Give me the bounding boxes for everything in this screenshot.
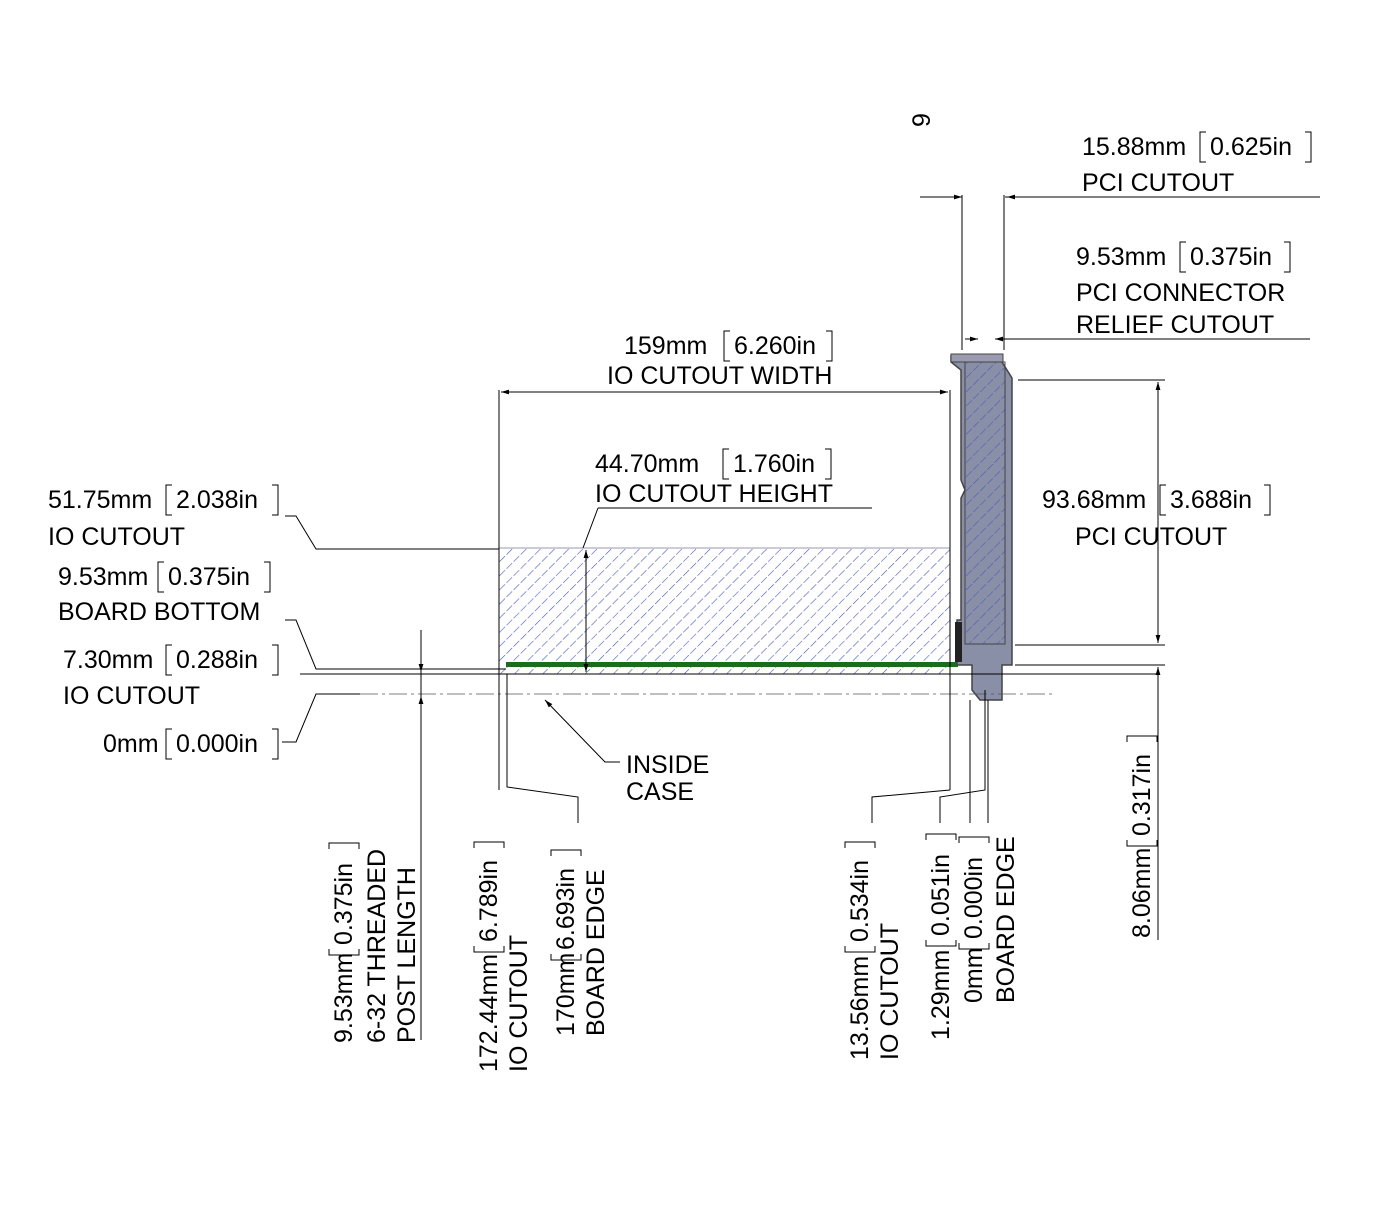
io-left-mm: 51.75mm [48,486,152,514]
board-edge-far-in: 6.693in [552,868,580,950]
bottom-offset-in: 0.317in [1128,754,1156,836]
post-mm: 9.53mm [330,953,358,1043]
board [506,662,958,667]
pci-cutout-top-in: 0.625in [1210,133,1292,161]
io-near-mm: 13.56mm [846,956,874,1060]
io-near-in: 0.534in [846,860,874,942]
zero-ref-in: 0.000in [176,730,258,758]
pci-relief-in: 0.375in [1190,243,1272,271]
io-far-mm: 172.44mm [475,954,503,1072]
board-bottom-label: BOARD BOTTOM [58,598,260,626]
pci-right-in: 3.688in [1170,486,1252,514]
io-near-label: IO CUTOUT [876,923,904,1060]
pci-right-mm: 93.68mm [1042,486,1146,514]
pci-right-label: PCI CUTOUT [1075,523,1227,551]
pci-relief-label2: RELIEF CUTOUT [1076,311,1274,339]
io-width-mm: 159mm [624,332,707,360]
board-edge-zero-mm: 0mm [960,947,988,1003]
pci-relief-label1: PCI CONNECTOR [1076,279,1285,307]
board-bottom-mm: 9.53mm [58,563,148,591]
io-width-label: IO CUTOUT WIDTH [607,362,832,390]
io-width-in: 6.260in [734,332,816,360]
io-left-in: 2.038in [176,486,258,514]
io-low-in: 0.288in [176,646,258,674]
board-edge-zero-label: BOARD EDGE [992,836,1020,1003]
board-bottom-in: 0.375in [168,563,250,591]
io-height-in: 1.760in [733,450,815,478]
bottom-offset-mm: 8.06mm [1128,848,1156,938]
offset-small-in: 0.051in [927,854,955,936]
pci-cutout-top-mm: 15.88mm [1082,133,1186,161]
inside-case-line1: INSIDE [626,751,709,779]
io-cutout-area [498,547,951,675]
board-edge-zero-in: 0.000in [960,857,988,939]
offset-small-mm: 1.29mm [927,950,955,1040]
pci-cutout-top-label: PCI CUTOUT [1082,169,1234,197]
io-left-label: IO CUTOUT [48,523,185,551]
pci-relief-mm: 9.53mm [1076,243,1166,271]
io-low-mm: 7.30mm [63,646,153,674]
inside-case-line2: CASE [626,778,694,806]
io-far-label: IO CUTOUT [505,935,533,1072]
board-edge-far-label: BOARD EDGE [582,869,610,1036]
io-height-label: IO CUTOUT HEIGHT [595,480,833,508]
post-label2: POST LENGTH [393,867,421,1043]
io-height-mm: 44.70mm [595,450,699,478]
post-in: 0.375in [330,863,358,945]
zero-ref-mm: 0mm [103,730,159,758]
post-label1: 6-32 THREADED [363,849,391,1043]
io-low-label: IO CUTOUT [63,682,200,710]
sheet-marker: 9 [908,113,936,127]
pci-bracket [950,353,1013,701]
board-edge-far-mm: 170mm [552,953,580,1036]
io-far-in: 6.789in [475,860,503,942]
